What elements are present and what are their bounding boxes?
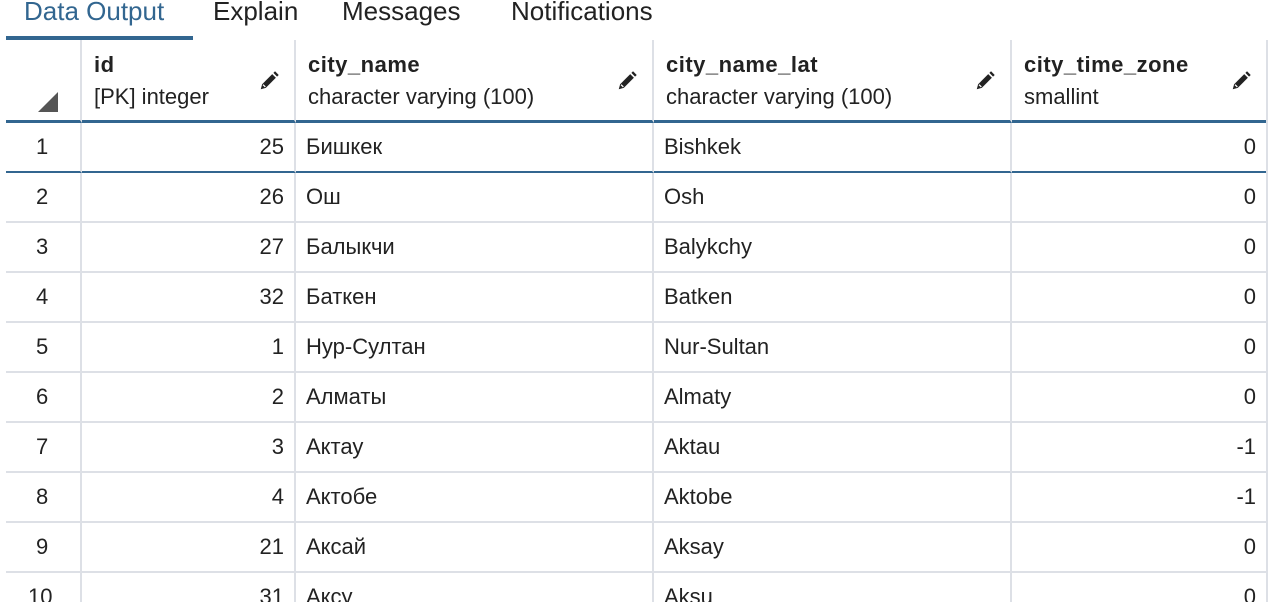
- column-type: [PK] integer: [94, 84, 209, 109]
- column-name: city_time_zone: [1024, 52, 1189, 77]
- cell-city-name[interactable]: Аксай: [296, 523, 654, 573]
- column-name: id: [94, 52, 115, 77]
- table-row[interactable]: 10 31 Аксу Aksu 0: [6, 573, 1274, 602]
- row-number[interactable]: 8: [6, 473, 82, 523]
- table-row[interactable]: 1 25 Бишкек Bishkek 0: [6, 123, 1274, 173]
- cell-city-name-lat[interactable]: Balykchy: [654, 223, 1012, 273]
- cell-city-time-zone[interactable]: 0: [1012, 173, 1268, 223]
- table-row[interactable]: 3 27 Балыкчи Balykchy 0: [6, 223, 1274, 273]
- column-name: city_name: [308, 52, 421, 77]
- table-row[interactable]: 6 2 Алматы Almaty 0: [6, 373, 1274, 423]
- cell-city-name[interactable]: Ош: [296, 173, 654, 223]
- cell-city-time-zone[interactable]: 0: [1012, 123, 1268, 173]
- cell-id[interactable]: 31: [82, 573, 296, 602]
- cell-city-name-lat[interactable]: Aktau: [654, 423, 1012, 473]
- cell-id[interactable]: 27: [82, 223, 296, 273]
- cell-id[interactable]: 21: [82, 523, 296, 573]
- row-number[interactable]: 7: [6, 423, 82, 473]
- cell-city-time-zone[interactable]: 0: [1012, 573, 1268, 602]
- cell-id[interactable]: 26: [82, 173, 296, 223]
- cell-city-name-lat[interactable]: Aktobe: [654, 473, 1012, 523]
- cell-city-name-lat[interactable]: Batken: [654, 273, 1012, 323]
- row-number[interactable]: 6: [6, 373, 82, 423]
- row-number[interactable]: 10: [6, 573, 82, 602]
- tab-explain[interactable]: Explain: [213, 0, 299, 26]
- resize-corner-icon: [38, 92, 58, 112]
- pencil-icon[interactable]: [974, 70, 996, 92]
- table-row[interactable]: 2 26 Ош Osh 0: [6, 173, 1274, 223]
- pencil-icon[interactable]: [1230, 70, 1252, 92]
- select-all-corner[interactable]: [6, 40, 82, 123]
- cell-city-name-lat[interactable]: Almaty: [654, 373, 1012, 423]
- cell-id[interactable]: 32: [82, 273, 296, 323]
- vertical-scrollbar[interactable]: [1266, 40, 1274, 602]
- cell-city-time-zone[interactable]: 0: [1012, 273, 1268, 323]
- cell-city-name-lat[interactable]: Aksu: [654, 573, 1012, 602]
- row-number[interactable]: 3: [6, 223, 82, 273]
- cell-city-name[interactable]: Актау: [296, 423, 654, 473]
- column-header-city-name[interactable]: city_name character varying (100): [296, 40, 654, 123]
- data-grid[interactable]: id [PK] integer city_name character vary…: [6, 40, 1274, 602]
- result-tabs: Data Output Explain Messages Notificatio…: [0, 0, 1274, 40]
- row-number[interactable]: 4: [6, 273, 82, 323]
- cell-city-name-lat[interactable]: Nur-Sultan: [654, 323, 1012, 373]
- cell-id[interactable]: 1: [82, 323, 296, 373]
- column-type: character varying (100): [308, 84, 535, 109]
- row-number[interactable]: 1: [6, 123, 82, 173]
- cell-id[interactable]: 4: [82, 473, 296, 523]
- cell-city-name[interactable]: Актобе: [296, 473, 654, 523]
- column-type: character varying (100): [666, 84, 893, 109]
- pencil-icon[interactable]: [616, 70, 638, 92]
- column-header-city-time-zone[interactable]: city_time_zone smallint: [1012, 40, 1268, 123]
- table-row[interactable]: 5 1 Нур-Султан Nur-Sultan 0: [6, 323, 1274, 373]
- row-number[interactable]: 9: [6, 523, 82, 573]
- row-number[interactable]: 5: [6, 323, 82, 373]
- grid-header: id [PK] integer city_name character vary…: [6, 40, 1274, 123]
- column-header-city-name-lat[interactable]: city_name_lat character varying (100): [654, 40, 1012, 123]
- tab-messages[interactable]: Messages: [342, 0, 461, 26]
- cell-city-time-zone[interactable]: -1: [1012, 473, 1268, 523]
- row-number[interactable]: 2: [6, 173, 82, 223]
- cell-id[interactable]: 3: [82, 423, 296, 473]
- table-row[interactable]: 9 21 Аксай Aksay 0: [6, 523, 1274, 573]
- cell-id[interactable]: 2: [82, 373, 296, 423]
- cell-city-name-lat[interactable]: Osh: [654, 173, 1012, 223]
- cell-city-name[interactable]: Балыкчи: [296, 223, 654, 273]
- cell-city-name[interactable]: Нур-Султан: [296, 323, 654, 373]
- active-tab-indicator: [6, 36, 193, 40]
- cell-city-time-zone[interactable]: 0: [1012, 523, 1268, 573]
- table-row[interactable]: 4 32 Баткен Batken 0: [6, 273, 1274, 323]
- cell-city-time-zone[interactable]: 0: [1012, 223, 1268, 273]
- table-row[interactable]: 7 3 Актау Aktau -1: [6, 423, 1274, 473]
- table-row[interactable]: 8 4 Актобе Aktobe -1: [6, 473, 1274, 523]
- cell-city-time-zone[interactable]: -1: [1012, 423, 1268, 473]
- column-header-id[interactable]: id [PK] integer: [82, 40, 296, 123]
- cell-city-name-lat[interactable]: Aksay: [654, 523, 1012, 573]
- cell-city-time-zone[interactable]: 0: [1012, 323, 1268, 373]
- cell-id[interactable]: 25: [82, 123, 296, 173]
- column-type: smallint: [1024, 84, 1099, 109]
- cell-city-name[interactable]: Баткен: [296, 273, 654, 323]
- tab-data-output[interactable]: Data Output: [24, 0, 165, 26]
- cell-city-name-lat[interactable]: Bishkek: [654, 123, 1012, 173]
- cell-city-time-zone[interactable]: 0: [1012, 373, 1268, 423]
- pencil-icon[interactable]: [258, 70, 280, 92]
- column-name: city_name_lat: [666, 52, 819, 77]
- tab-notifications[interactable]: Notifications: [511, 0, 653, 26]
- cell-city-name[interactable]: Бишкек: [296, 123, 654, 173]
- cell-city-name[interactable]: Аксу: [296, 573, 654, 602]
- cell-city-name[interactable]: Алматы: [296, 373, 654, 423]
